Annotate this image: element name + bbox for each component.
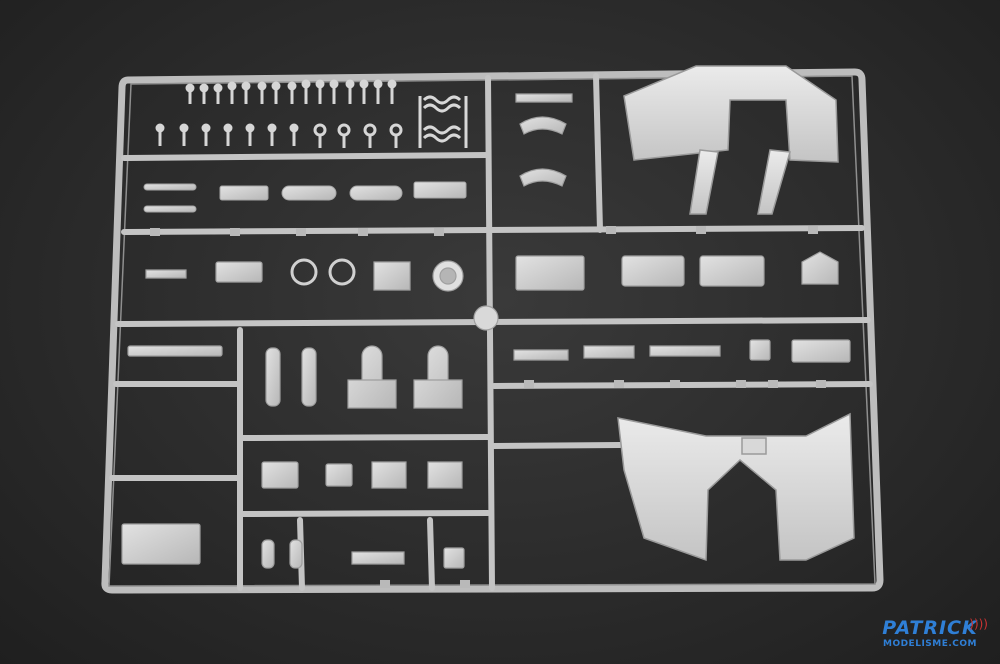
spring-parts	[418, 95, 468, 148]
pin-parts-top	[185, 79, 397, 104]
frame-inner-shadow	[108, 75, 876, 587]
outer-frame	[101, 68, 884, 594]
large-shield-top	[623, 65, 839, 215]
upper-right-parts	[515, 93, 839, 291]
part-number-tabs	[150, 226, 826, 588]
mid-parts-row	[127, 339, 851, 409]
watermark-logo: )))) PATRICK MODELISME.COM	[870, 618, 990, 658]
rod-parts	[143, 181, 467, 213]
small-parts-row	[145, 258, 499, 331]
watermark-site: MODELISME.COM	[882, 639, 978, 649]
signal-waves-icon: ))))	[969, 617, 988, 631]
runners	[109, 73, 873, 591]
large-shield-bottom	[617, 412, 855, 562]
pin-parts-second-row	[155, 123, 403, 148]
lower-parts-row	[121, 461, 465, 569]
watermark-brand: PATRICK	[882, 617, 978, 639]
